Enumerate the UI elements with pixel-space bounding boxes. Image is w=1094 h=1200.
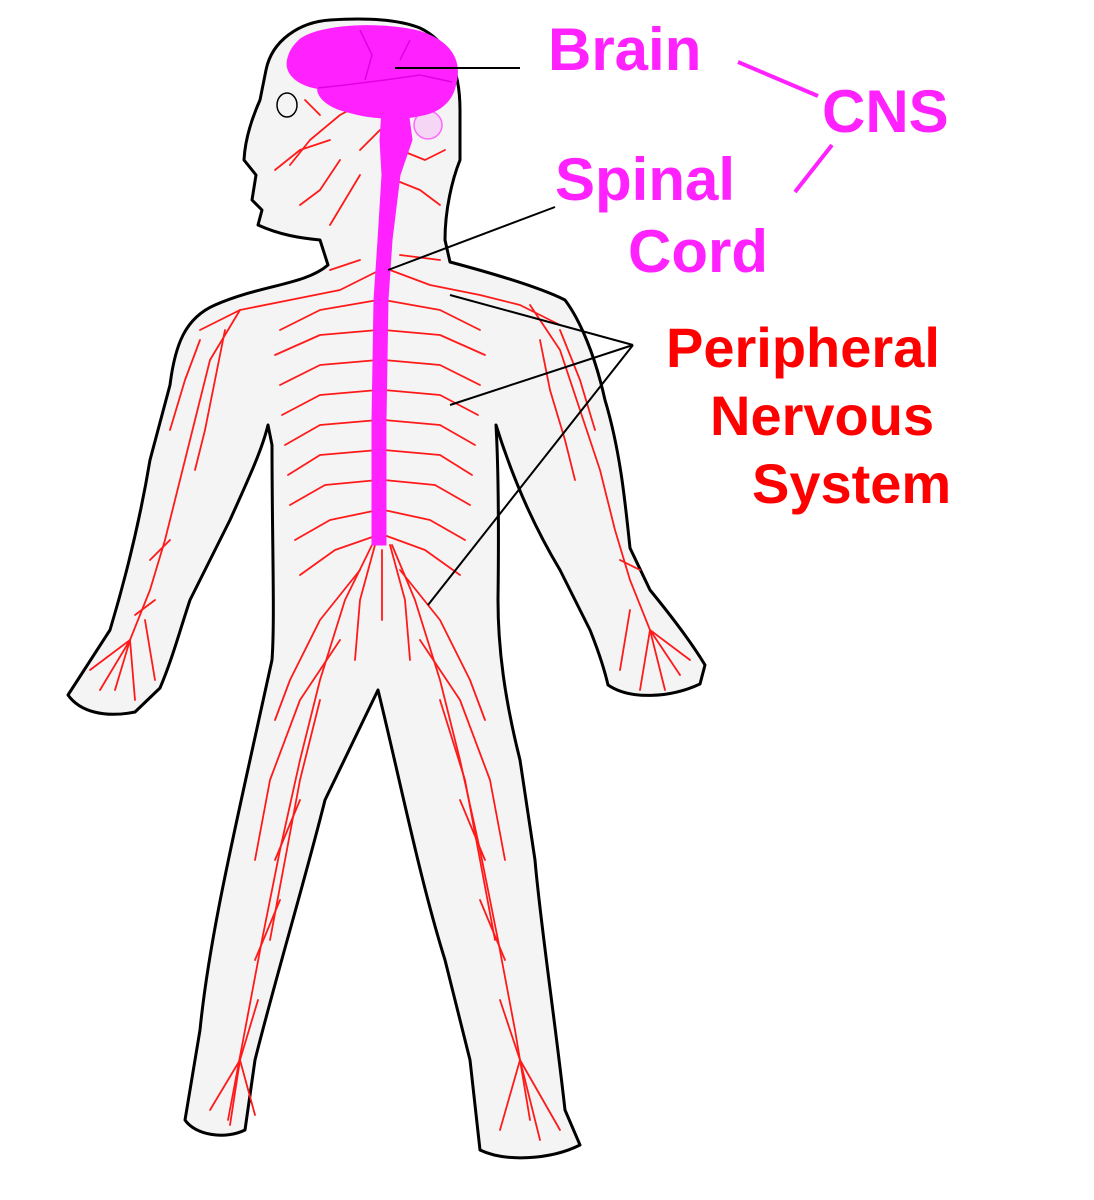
peripheral-nerves	[89, 94, 691, 1141]
spinal-cord-pointer	[387, 206, 556, 271]
pns-pointer-hip	[427, 344, 634, 606]
pointer-lines	[387, 67, 634, 606]
spinal-cord-label-line1: Spinal	[555, 146, 735, 213]
brain-label: Brain	[548, 16, 701, 83]
body-outline	[66, 17, 707, 1160]
cns-label: CNS	[822, 78, 949, 145]
pns-label-line1: Peripheral	[666, 316, 940, 379]
pns-label-line2: Nervous	[710, 384, 934, 447]
spinal-cord-label-line2: Cord	[628, 218, 768, 285]
brain-folds	[317, 29, 453, 89]
pns-pointer-shoulder	[449, 294, 634, 346]
pns-pointer-chest	[449, 344, 634, 406]
spinal-cord	[371, 109, 413, 546]
pns-label-line3: System	[752, 452, 951, 515]
spinal-cns-connector	[793, 143, 834, 194]
brain-cns-connector	[737, 60, 819, 98]
eye-icon	[276, 92, 298, 118]
central-nervous-system	[286, 25, 458, 546]
cns-connectors	[737, 60, 834, 194]
